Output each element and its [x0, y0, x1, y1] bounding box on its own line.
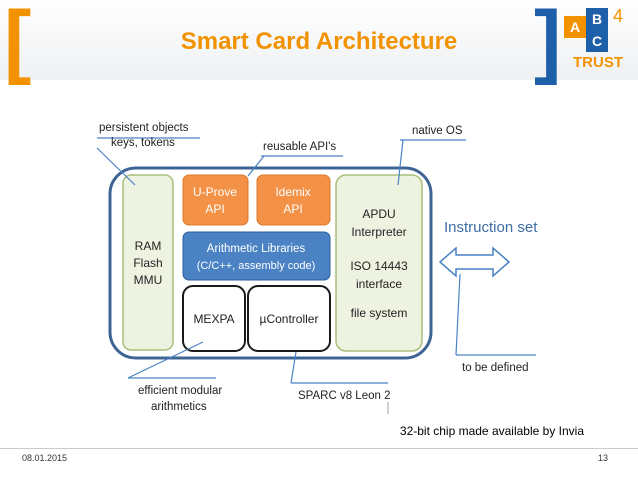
arithmetics-label: arithmetics [151, 401, 207, 413]
footer-divider [0, 448, 638, 449]
logo-letter-a: A [570, 19, 580, 35]
mexpa-label: MEXPA [193, 312, 234, 326]
native-os-label: native OS [412, 125, 463, 137]
memory-block [122, 174, 174, 351]
sparc-label: SPARC v8 Leon 2 [298, 390, 390, 402]
instruction-set-label: Instruction set [444, 219, 538, 236]
logo-letter-b: B [592, 11, 602, 27]
arithmetic-libraries-block [182, 231, 331, 281]
os-interface-label: interface [356, 277, 402, 291]
chip-caption: 32-bit chip made available by Invia [284, 420, 588, 442]
idemix-label: Idemix [275, 185, 310, 199]
to-be-defined-leader [455, 273, 461, 356]
left-bracket-icon: [ [4, 0, 32, 86]
native-os-leader [397, 139, 404, 186]
arith-libs-title: Arithmetic Libraries [207, 243, 306, 255]
keys-tokens-label: keys, tokens [111, 137, 175, 149]
uprove-api-label: API [205, 202, 224, 216]
reusable-apis-label: reusable API's [263, 141, 336, 153]
slide-date: 08.01.2015 [22, 453, 68, 463]
logo-word: TRUST [573, 54, 623, 70]
idemix-api-label: API [283, 202, 302, 216]
efficient-modular-label: efficient modular [138, 385, 222, 397]
slide-page-number: 13 [598, 453, 609, 463]
ucontroller-block [247, 285, 331, 352]
ucontroller-label: µController [260, 312, 319, 326]
os-interpreter-label: Interpreter [351, 225, 406, 239]
native-os-block [335, 174, 423, 352]
uprove-api-block [182, 174, 249, 226]
memory-flash-label: Flash [133, 256, 162, 270]
efficient-leader [127, 341, 204, 379]
logo-superscript: 4 [613, 6, 623, 26]
uprove-label: U-Prove [193, 185, 237, 199]
double-arrow-icon [438, 246, 511, 278]
idemix-api-block [256, 174, 331, 226]
os-filesystem-label: file system [351, 306, 408, 320]
slide-header: [ Smart Card Architecture ] A B C 4 TRUS… [0, 0, 638, 86]
memory-mmu-label: MMU [134, 273, 163, 287]
memory-ram-label: RAM [135, 239, 162, 253]
to-be-defined-label: to be defined [462, 362, 529, 374]
persistent-leader [96, 147, 136, 186]
logo-letter-c: C [592, 33, 602, 49]
persistent-objects-label: persistent objects [99, 122, 189, 134]
sparc-leader [290, 351, 297, 384]
abc4trust-logo: A B C 4 TRUST [564, 6, 623, 70]
os-apdu-label: APDU [362, 207, 395, 221]
mexpa-block [182, 285, 246, 352]
reusable-leader [247, 155, 265, 177]
right-bracket-icon: ] [534, 0, 562, 86]
os-iso-label: ISO 14443 [350, 259, 408, 273]
slide-title: Smart Card Architecture [180, 28, 458, 55]
logo-cell-a [564, 16, 586, 38]
logo-cell-c [586, 30, 608, 52]
arith-libs-subtitle: (C/C++, assembly code) [197, 260, 316, 272]
logo-cell-b [586, 8, 608, 30]
